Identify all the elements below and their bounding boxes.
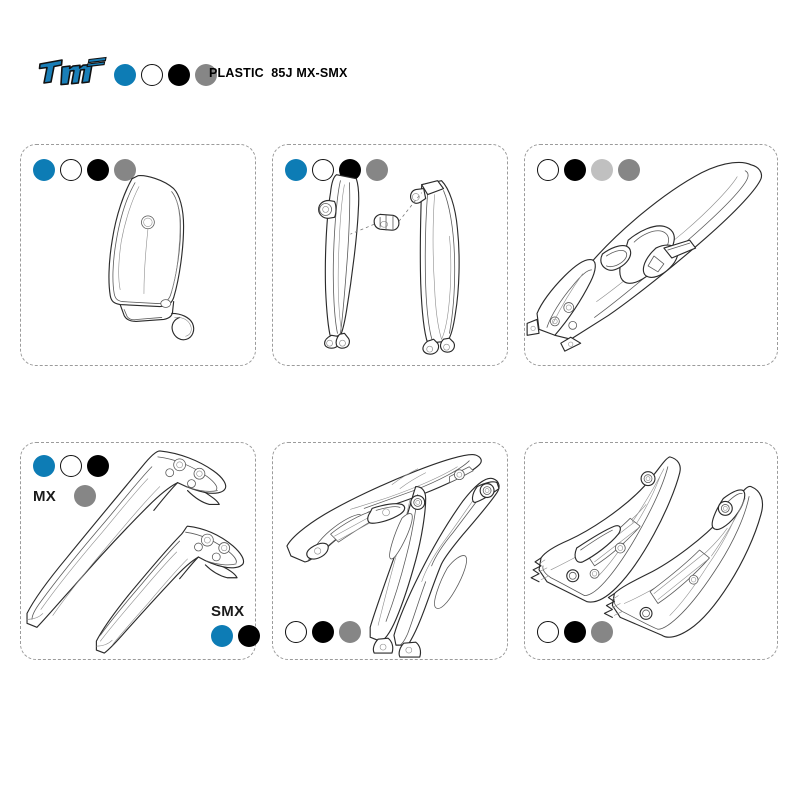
swatch-blue-icon — [114, 64, 136, 86]
header-color-swatches — [114, 64, 217, 86]
swatch-white-icon — [537, 621, 559, 643]
swatch-gray-icon — [195, 64, 217, 86]
swatch-gray-icon — [74, 485, 97, 507]
panel-2-color-swatches — [285, 159, 388, 181]
group-label-mx: MX — [33, 487, 57, 505]
swatch-white-icon — [285, 621, 307, 643]
swatch-blue-icon — [285, 159, 307, 181]
swatch-white-icon — [537, 159, 559, 181]
panel-fork-guards[interactable] — [272, 144, 508, 366]
swatch-white-icon — [141, 64, 163, 86]
swatch-gray-icon — [591, 621, 613, 643]
panel-4-smx-color-swatches — [211, 625, 260, 647]
swatch-black-icon — [238, 625, 260, 647]
swatch-blue-icon — [33, 159, 55, 181]
swatch-black-icon — [168, 64, 190, 86]
panel-4-smx-group: SMX — [211, 603, 244, 620]
swatch-black-icon — [564, 621, 586, 643]
swatch-white-icon — [312, 159, 334, 181]
panel-4-mx-group: MX — [33, 485, 97, 507]
panel-front-number-plate[interactable] — [20, 144, 256, 366]
panel-1-color-swatches — [33, 159, 136, 181]
swatch-gray-icon — [114, 159, 136, 181]
swatch-gray-icon — [366, 159, 388, 181]
swatch-black-icon — [87, 159, 109, 181]
panel-front-fenders[interactable]: MX SMX — [20, 442, 260, 660]
swatch-black-icon — [564, 159, 586, 181]
panel-5-color-swatches — [285, 621, 361, 643]
panel-4-mx-color-swatches — [33, 455, 109, 477]
panel-side-panels[interactable] — [524, 442, 778, 660]
swatch-gray-icon — [339, 621, 361, 643]
swatch-black-icon — [312, 621, 334, 643]
swatch-black-icon — [339, 159, 361, 181]
swatch-blue-icon — [211, 625, 233, 647]
page-title: PLASTIC 85J MX-SMX — [209, 66, 348, 80]
swatch-gray-icon — [618, 159, 640, 181]
swatch-black-icon — [87, 455, 109, 477]
panel-6-color-swatches — [537, 621, 613, 643]
swatch-light-gray-icon — [591, 159, 613, 181]
swatch-white-icon — [60, 159, 82, 181]
page-header: PLASTIC 85J MX-SMX — [0, 0, 800, 120]
panel-3-color-swatches — [537, 159, 640, 181]
swatch-blue-icon — [33, 455, 55, 477]
tm-racing-logo — [32, 55, 110, 89]
panel-radiator-shrouds[interactable] — [272, 442, 508, 660]
panel-rear-fender[interactable] — [524, 144, 778, 366]
swatch-white-icon — [60, 455, 82, 477]
group-label-smx: SMX — [211, 603, 245, 620]
